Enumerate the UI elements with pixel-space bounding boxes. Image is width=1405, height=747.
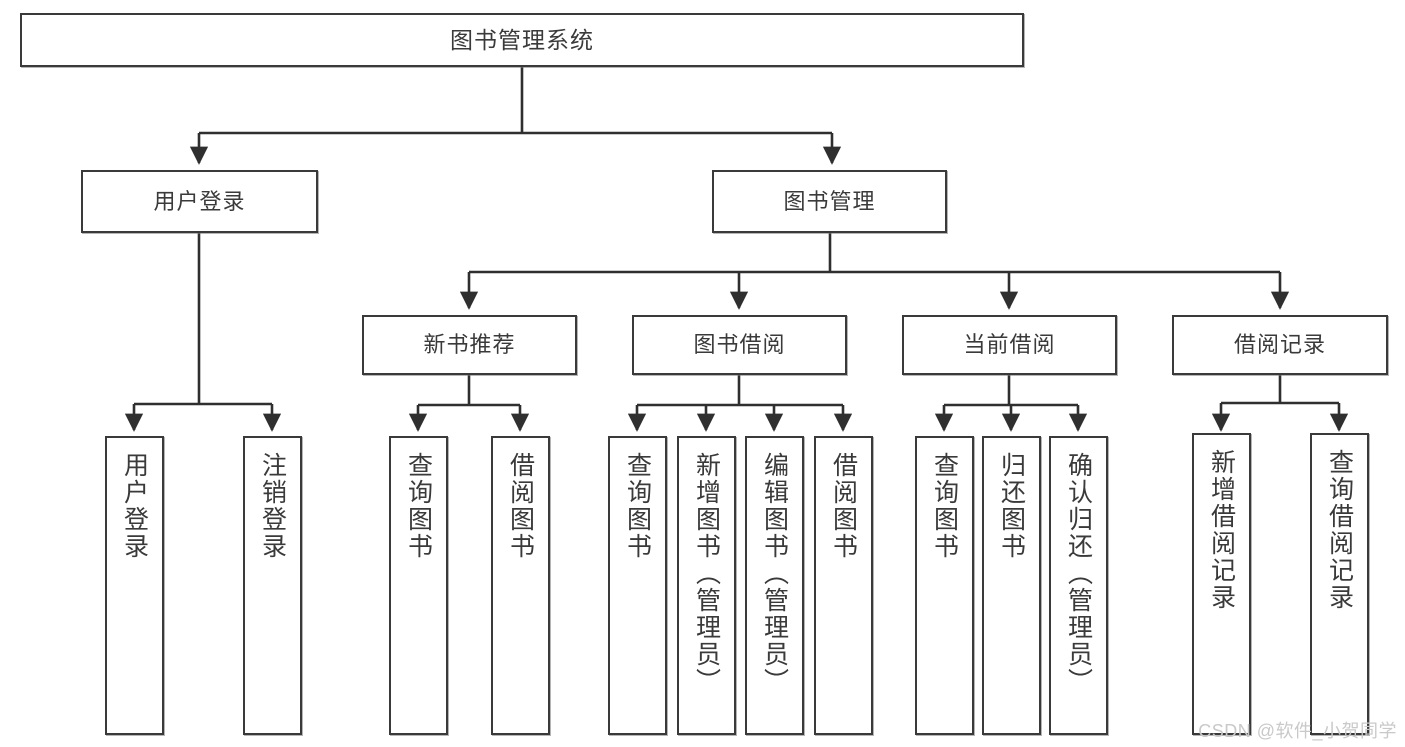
node-leaf-edit-book[interactable]: 编辑图书（管理员） — [745, 436, 804, 735]
node-label: 查询借阅记录 — [1325, 449, 1354, 611]
node-label: 当前借阅 — [963, 332, 1056, 358]
csdn-watermark: CSDN @软件_小贺同学 — [1198, 721, 1397, 741]
node-label: 查询图书 — [930, 452, 959, 560]
node-label: 图书借阅 — [693, 332, 786, 358]
node-book-manage[interactable]: 图书管理 — [712, 170, 947, 233]
node-leaf-user-login[interactable]: 用户登录 — [105, 436, 164, 735]
node-borrow-record[interactable]: 借阅记录 — [1172, 315, 1388, 375]
node-label: 新增图书（管理员） — [692, 452, 721, 695]
node-label: 归还图书 — [997, 452, 1026, 560]
node-label: 用户登录 — [120, 452, 149, 560]
node-label: 编辑图书（管理员） — [760, 452, 789, 695]
node-label: 图书管理 — [783, 188, 876, 214]
node-label: 借阅图书 — [506, 452, 535, 560]
node-leaf-borrow-book-2[interactable]: 借阅图书 — [814, 436, 873, 735]
node-label: 图书管理系统 — [450, 26, 594, 53]
node-label: 注销登录 — [258, 452, 287, 560]
node-label: 借阅图书 — [829, 452, 858, 560]
node-book-borrow[interactable]: 图书借阅 — [632, 315, 847, 375]
node-label: 新书推荐 — [423, 332, 516, 358]
node-label: 借阅记录 — [1233, 332, 1326, 358]
node-leaf-query-book-2[interactable]: 查询图书 — [608, 436, 667, 735]
node-leaf-borrow-book-1[interactable]: 借阅图书 — [491, 436, 550, 735]
node-system-root[interactable]: 图书管理系统 — [20, 13, 1024, 67]
node-leaf-logout-login[interactable]: 注销登录 — [243, 436, 302, 735]
node-label: 查询图书 — [404, 452, 433, 560]
node-label: 新增借阅记录 — [1207, 449, 1236, 611]
node-leaf-query-book-3[interactable]: 查询图书 — [915, 436, 974, 735]
node-leaf-query-borrow-record[interactable]: 查询借阅记录 — [1310, 433, 1369, 735]
node-user-login[interactable]: 用户登录 — [81, 170, 318, 233]
node-leaf-confirm-return[interactable]: 确认归还（管理员） — [1049, 436, 1108, 735]
node-label: 确认归还（管理员） — [1064, 452, 1093, 695]
node-leaf-add-book[interactable]: 新增图书（管理员） — [677, 436, 736, 735]
node-leaf-query-book-1[interactable]: 查询图书 — [389, 436, 448, 735]
node-new-book-recommend[interactable]: 新书推荐 — [362, 315, 577, 375]
node-leaf-return-book[interactable]: 归还图书 — [982, 436, 1041, 735]
node-current-borrow[interactable]: 当前借阅 — [902, 315, 1117, 375]
node-label: 用户登录 — [153, 188, 246, 214]
node-label: 查询图书 — [623, 452, 652, 560]
node-leaf-add-borrow-record[interactable]: 新增借阅记录 — [1192, 433, 1251, 735]
